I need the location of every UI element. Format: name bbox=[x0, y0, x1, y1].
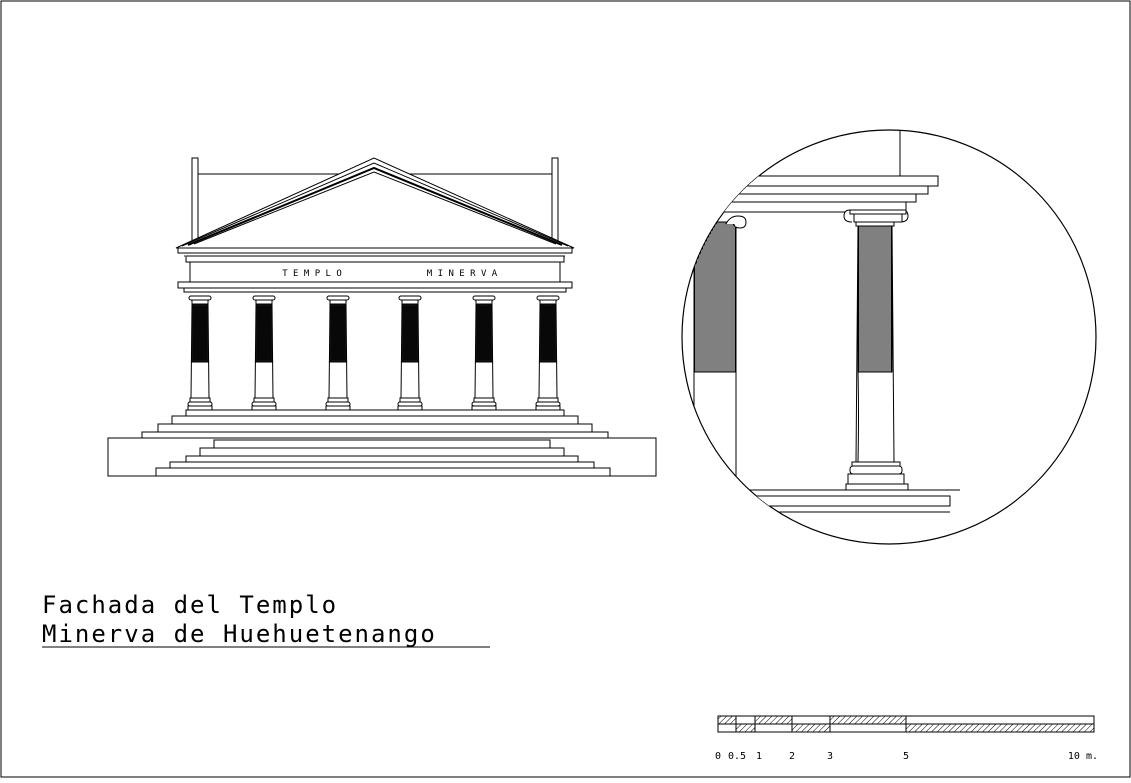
detail-cornice bbox=[682, 193, 917, 203]
scale-segment bbox=[754, 715, 793, 725]
column bbox=[397, 295, 423, 411]
scale-segment bbox=[905, 723, 1095, 733]
scale-segment bbox=[791, 723, 831, 733]
scale-label-end: 10 m. bbox=[1068, 751, 1098, 762]
detail-architrave bbox=[682, 201, 907, 213]
frieze-text-right: M I N E R V A bbox=[427, 269, 498, 279]
temple-facade bbox=[175, 157, 575, 293]
title-line-1: Fachada del Templo bbox=[42, 591, 338, 619]
scale-label: 5 bbox=[903, 751, 909, 762]
stair-step bbox=[185, 455, 579, 463]
stair-step bbox=[171, 415, 579, 425]
scale-bar-labels: 0 0.5 1 2 3 5 10 m. bbox=[715, 751, 1098, 762]
detail-stylobate bbox=[682, 495, 951, 507]
detail-cornice bbox=[682, 175, 939, 187]
column bbox=[325, 295, 351, 411]
stair-step bbox=[169, 461, 595, 469]
stairs bbox=[107, 409, 657, 477]
scale-label: 1 bbox=[756, 751, 762, 762]
detail-left-column-fluting bbox=[693, 221, 737, 373]
drawing-title: Fachada del Templo Minerva de Huehuetena… bbox=[42, 591, 490, 648]
column bbox=[187, 295, 213, 411]
frieze-text-left: T E M P L O bbox=[282, 269, 342, 279]
detail-cornice bbox=[682, 185, 929, 195]
pediment bbox=[175, 157, 575, 257]
right-post bbox=[551, 157, 559, 249]
stair-step bbox=[157, 423, 593, 433]
title-line-2: Minerva de Huehuetenango bbox=[42, 620, 437, 648]
scale-label: 2 bbox=[789, 751, 795, 762]
colonnade bbox=[187, 295, 561, 411]
stair-step bbox=[155, 467, 611, 477]
column bbox=[251, 295, 277, 411]
stylobate bbox=[185, 409, 565, 417]
left-post bbox=[191, 157, 199, 249]
column bbox=[535, 295, 561, 411]
scale-segment bbox=[735, 723, 756, 733]
scale-bar bbox=[717, 715, 1095, 733]
entablature bbox=[177, 255, 573, 293]
scale-segment bbox=[717, 715, 737, 725]
stair-step bbox=[213, 439, 551, 449]
column bbox=[471, 295, 497, 411]
scale-label: 0 bbox=[715, 751, 721, 762]
detail-main-column bbox=[843, 209, 909, 491]
scale-segment bbox=[829, 715, 907, 725]
scale-label: 3 bbox=[827, 751, 833, 762]
stair-step bbox=[199, 447, 565, 457]
scale-label: 0.5 bbox=[728, 751, 746, 762]
column-detail-view bbox=[681, 129, 1097, 545]
detail-left-volute bbox=[725, 215, 747, 229]
